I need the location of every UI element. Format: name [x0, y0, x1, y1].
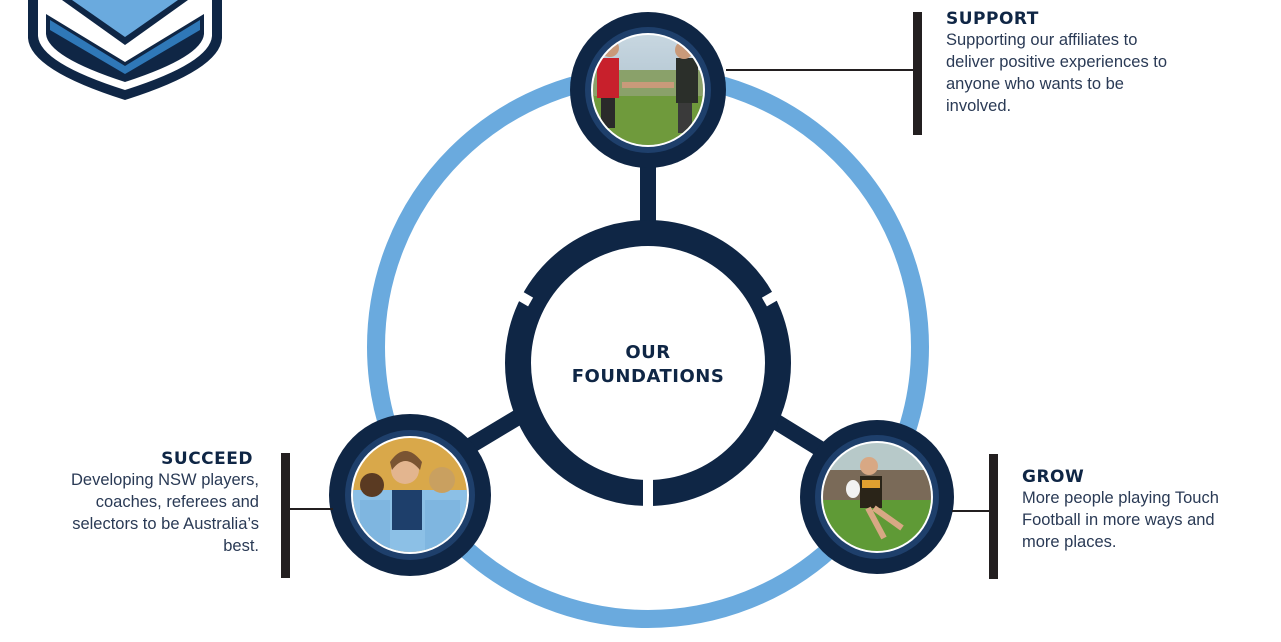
logo-shield [28, 0, 222, 100]
succeed-line: selectors to be Australia’s [72, 515, 259, 533]
succeed-line: best. [223, 537, 259, 555]
grow-text-block: GROW More people playing Touch Football … [1022, 467, 1281, 553]
support-line: anyone who wants to be [946, 75, 1124, 93]
support-heading: SUPPORT [946, 9, 1039, 29]
support-line: deliver positive experiences to [946, 53, 1168, 71]
succeed-photo-circle [329, 414, 491, 576]
grow-heading: GROW [1022, 467, 1085, 487]
support-connector-line [726, 69, 914, 71]
succeed-line: coaches, referees and [95, 493, 259, 511]
succeed-line: Developing NSW players, [71, 471, 259, 489]
grow-connector-line [952, 510, 990, 512]
support-line: involved. [946, 97, 1012, 115]
succeed-divider-bar [281, 453, 290, 578]
grow-photo-circle [800, 420, 954, 574]
center-label-line2: FOUNDATIONS [571, 366, 725, 387]
succeed-text-block: SUCCEED Developing NSW players, coaches,… [0, 449, 259, 557]
support-divider-bar [913, 12, 922, 135]
grow-divider-bar [989, 454, 998, 579]
grow-line: more places. [1022, 533, 1117, 551]
support-photo-circle [570, 12, 726, 168]
succeed-heading: SUCCEED [161, 449, 253, 469]
succeed-description: Developing NSW players, coaches, referee… [0, 469, 259, 557]
support-line: Supporting our affiliates to [946, 31, 1138, 49]
center-label-line1: OUR [625, 342, 671, 363]
succeed-connector-line [289, 508, 333, 510]
grow-description: More people playing Touch Football in mo… [1022, 487, 1281, 553]
grow-line: Football in more ways and [1022, 511, 1215, 529]
support-text-block: SUPPORT Supporting our affiliates to del… [946, 9, 1266, 117]
grow-line: More people playing Touch [1022, 489, 1219, 507]
center-label: OUR FOUNDATIONS [558, 341, 738, 389]
center-donut [496, 220, 799, 508]
support-description: Supporting our affiliates to deliver pos… [946, 29, 1266, 117]
